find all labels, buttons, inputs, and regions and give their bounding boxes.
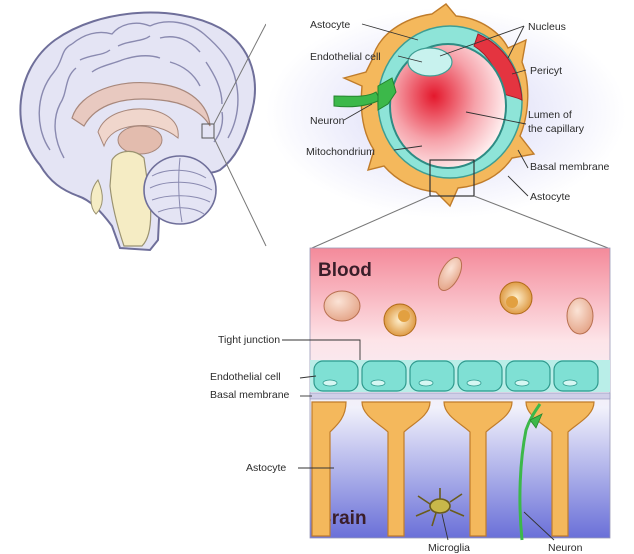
label-astrocyte-right: Astocyte [530,191,570,203]
label-basal-membrane-bottom: Basal membrane [210,389,290,401]
label-mitochondrium: Mitochondrium [306,146,375,158]
label-pericyt: Pericyt [530,65,562,77]
label-endothelial-top: Endothelial cell [310,51,381,63]
endothelial-cell [458,361,502,391]
label-nucleus: Nucleus [528,21,566,33]
endothelial-cell [554,361,598,391]
brain-sagittal-illustration [20,13,266,250]
label-astrocyte-top: Astocyte [310,19,350,31]
red-blood-cell [567,298,593,334]
label-neuron-bottom: Neuron [548,542,583,554]
label-neuron-top: Neuron [310,115,345,127]
endothelial-cell [314,361,358,391]
endothelial-layer [310,360,610,399]
label-astrocyte-bottom: Astocyte [246,462,286,474]
label-lumen-line2: the capillary [528,123,585,135]
endothelial-cell [362,361,406,391]
label-tight-junction: Tight junction [218,334,280,346]
endothelial-cell [410,361,454,391]
basal-membrane-strip [310,393,610,399]
red-blood-cell [324,291,360,321]
label-endothelial-bottom: Endothelial cell [210,371,281,383]
label-microglia: Microglia [428,542,470,554]
capillary-cross-section: Astocyte Endothelial cell Neuron Mitocho… [266,4,626,248]
label-blood: Blood [318,260,372,281]
cerebellum [144,156,216,224]
label-basal-membrane-top: Basal membrane [530,161,610,173]
label-lumen-line1: Lumen of [528,109,572,121]
endothelial-cell [506,361,550,391]
barrier-detail-panel: Blood Brain [282,248,610,540]
